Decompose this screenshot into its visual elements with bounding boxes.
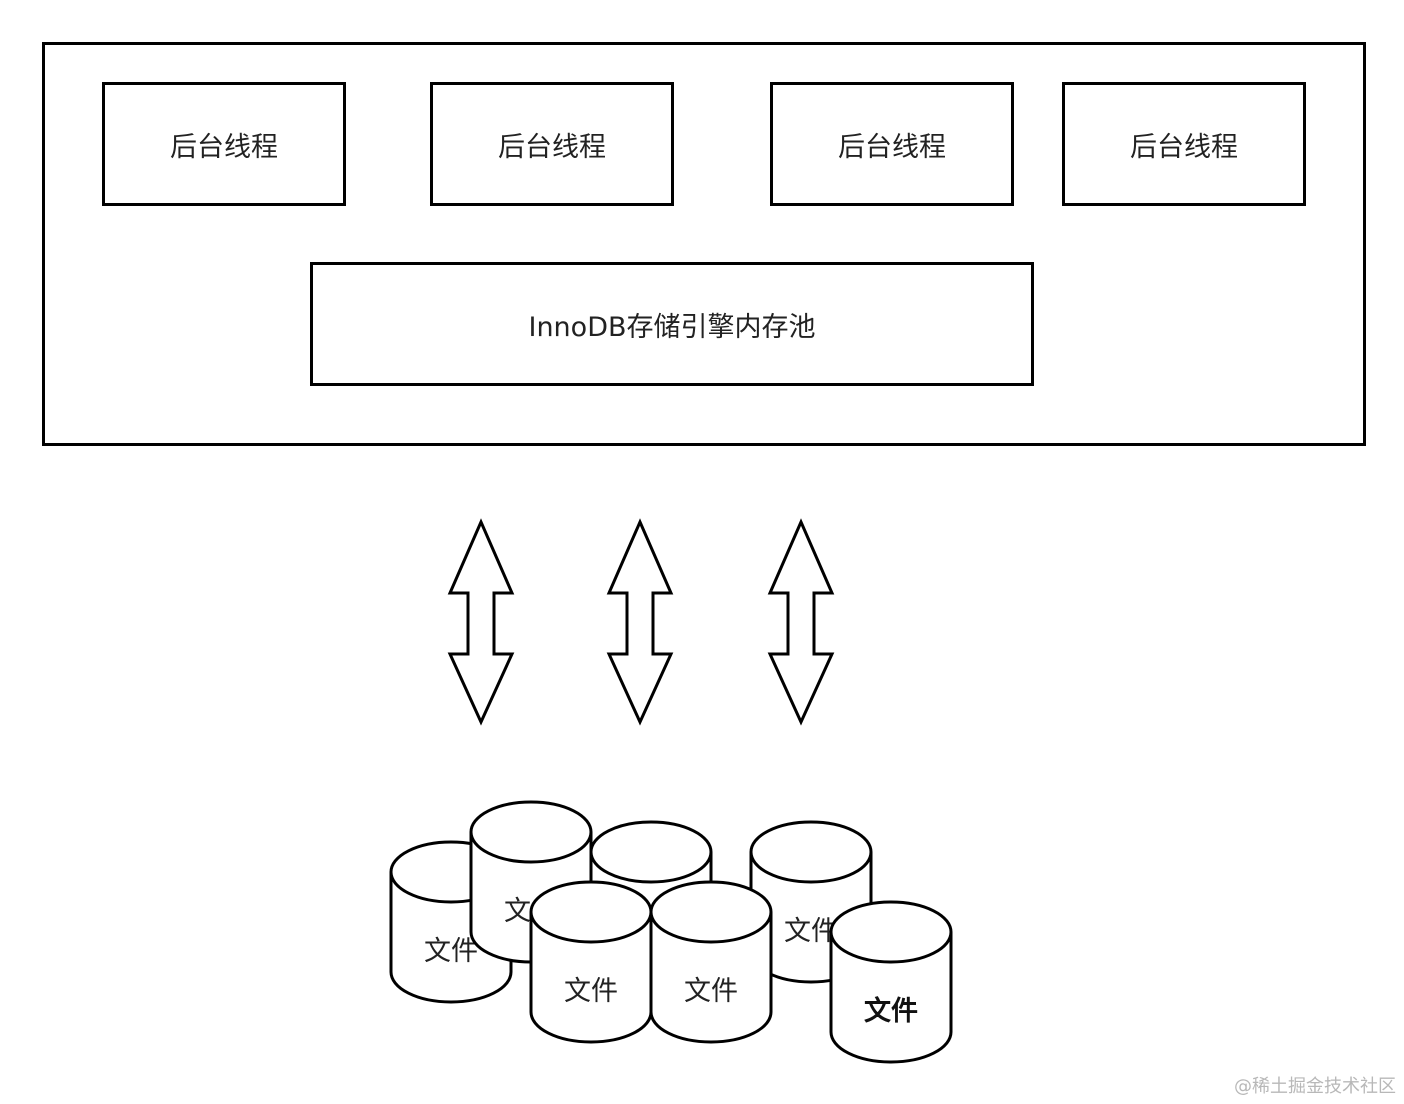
buffer-pool-box: InnoDB存储引擎内存池 [310, 262, 1034, 386]
background-thread-label: 后台线程 [498, 131, 606, 163]
background-thread-box-3: 后台线程 [770, 82, 1014, 206]
watermark: @稀土掘金技术社区 [1234, 1076, 1396, 1097]
background-thread-box-2: 后台线程 [430, 82, 674, 206]
double-arrow-1 [447, 518, 515, 726]
file-label: 文件 [564, 976, 618, 1007]
innodb-memory-container [42, 42, 1366, 446]
background-thread-label: 后台线程 [1130, 131, 1238, 163]
file-cylinder-7: 文件 [829, 900, 953, 1064]
background-thread-label: 后台线程 [170, 131, 278, 163]
file-cylinder-6: 文件 [649, 880, 773, 1044]
buffer-pool-label: InnoDB存储引擎内存池 [528, 311, 816, 343]
file-label: 文件 [684, 976, 738, 1007]
background-thread-label: 后台线程 [838, 131, 946, 163]
double-arrow-3 [767, 518, 835, 726]
file-label: 文件 [784, 916, 838, 947]
background-thread-box-4: 后台线程 [1062, 82, 1306, 206]
file-cylinder-5: 文件 [529, 880, 653, 1044]
file-label: 文件 [864, 995, 918, 1027]
double-arrow-2 [606, 518, 674, 726]
file-label: 文件 [424, 936, 478, 967]
background-thread-box-1: 后台线程 [102, 82, 346, 206]
